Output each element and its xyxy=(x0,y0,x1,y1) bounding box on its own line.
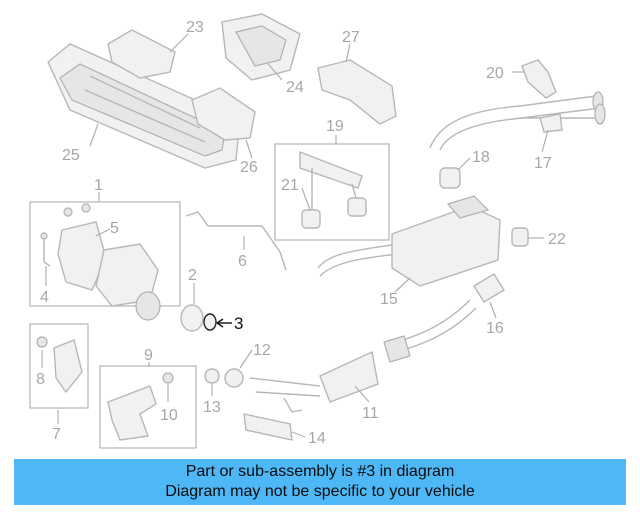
callout-17: 17 xyxy=(534,155,552,172)
callout-19: 19 xyxy=(326,118,344,135)
ring-13 xyxy=(204,368,220,384)
callout-25: 25 xyxy=(62,147,80,164)
tailpipe-17 xyxy=(429,91,606,151)
hanger-20 xyxy=(521,59,557,99)
pipe-6 xyxy=(185,211,287,271)
callout-8: 8 xyxy=(36,371,45,388)
banner-line-2: Diagram may not be specific to your vehi… xyxy=(165,483,475,500)
bracket-21 xyxy=(299,150,367,229)
group-box-19 xyxy=(274,143,390,241)
callout-12: 12 xyxy=(253,342,271,359)
group-box-1 xyxy=(29,201,181,307)
callout-1: 1 xyxy=(94,177,103,194)
shield-26 xyxy=(191,87,256,141)
gasket-2 xyxy=(180,304,204,332)
clamp-16 xyxy=(473,273,505,303)
callout-7: 7 xyxy=(52,426,61,443)
callout-24: 24 xyxy=(286,79,304,96)
callout-5: 5 xyxy=(110,220,119,237)
callout-3: 3 xyxy=(234,314,243,333)
banner-line-1: Part or sub-assembly is #3 in diagram xyxy=(185,463,455,480)
callout-14: 14 xyxy=(308,430,326,447)
heat-shield-25 xyxy=(47,43,241,169)
shield-27 xyxy=(317,59,397,125)
callout-26: 26 xyxy=(240,159,258,176)
callout-16: 16 xyxy=(486,320,504,337)
callout-23: 23 xyxy=(186,19,204,36)
callout-10: 10 xyxy=(160,407,178,424)
bracket-10 xyxy=(107,372,174,441)
group-box-9 xyxy=(99,365,197,449)
exhaust-parts-diagram: 1 2 3 4 5 6 7 8 9 10 11 12 13 14 15 16 1… xyxy=(29,13,606,449)
callout-13: 13 xyxy=(203,399,221,416)
clamp-18 xyxy=(439,167,461,189)
callout-4: 4 xyxy=(40,289,49,306)
callout-11: 11 xyxy=(362,405,379,422)
group-box-7 xyxy=(29,323,89,409)
pipe-11 xyxy=(249,299,477,413)
ring-12 xyxy=(224,368,244,388)
gasket-3 xyxy=(203,313,217,331)
turbo-assembly-5 xyxy=(57,203,161,321)
bracket-14 xyxy=(243,413,293,441)
callout-22: 22 xyxy=(548,231,566,248)
info-banner: Part or sub-assembly is #3 in diagram Di… xyxy=(14,459,626,505)
callout-21: 21 xyxy=(281,177,299,194)
callout-27: 27 xyxy=(342,29,360,46)
shield-23 xyxy=(107,29,176,79)
callout-18: 18 xyxy=(472,149,490,166)
callout-9: 9 xyxy=(144,347,153,364)
sensor-4 xyxy=(40,232,51,267)
callout-20: 20 xyxy=(486,65,504,82)
shield-24 xyxy=(221,13,301,81)
callout-2: 2 xyxy=(188,267,197,284)
muffler-15 xyxy=(317,195,501,287)
callout-15: 15 xyxy=(380,291,398,308)
bracket-8 xyxy=(36,336,83,394)
callout-6: 6 xyxy=(238,253,247,270)
hanger-22 xyxy=(511,227,529,247)
